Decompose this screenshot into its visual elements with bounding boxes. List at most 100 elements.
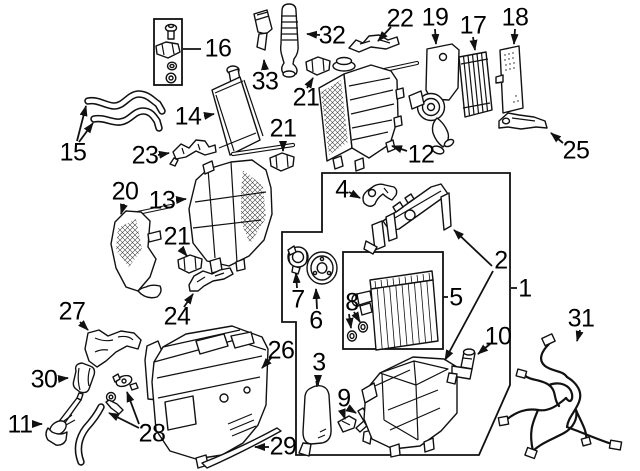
part-30-cap [72, 362, 96, 394]
part-4-bracket [362, 183, 398, 207]
leader-arrow-9a [338, 408, 346, 420]
callout-19: 19 [421, 3, 449, 32]
part-10-elbow-duct [446, 348, 476, 385]
callout-21-right: 21 [269, 114, 297, 143]
part-17-filter-core [458, 51, 493, 118]
leader-arrow-30 [57, 375, 69, 383]
leader-arrow-9b [345, 404, 357, 414]
hardware-kit-box-16 [153, 18, 183, 86]
callout-14: 14 [174, 102, 202, 131]
leader-arrow-2-upper [453, 229, 493, 267]
leader-arrow-21a [304, 77, 314, 89]
part-21-clip-middle [177, 254, 203, 274]
part-16-mounting-hardware [155, 23, 181, 84]
leader-arrow-8a [345, 313, 354, 329]
part-32-drain-boot [279, 3, 299, 78]
part-20-mounting-frame [110, 203, 174, 299]
leader-arrow-14 [203, 112, 215, 120]
part-15-heater-hoses [84, 90, 166, 132]
callout-25: 25 [562, 136, 590, 165]
callout-11: 11 [7, 410, 33, 439]
part-19-actuator-bracket [408, 43, 460, 155]
leader-arrow-10 [477, 343, 491, 355]
callout-2: 2 [494, 246, 508, 275]
part-24-bracket [188, 267, 234, 292]
group-boxes [153, 18, 511, 456]
part-23-bracket [169, 139, 217, 167]
callout-22: 22 [386, 4, 414, 33]
part-8-o-rings [346, 321, 369, 342]
leader-arrow-28b [108, 412, 140, 429]
leader-arrow-15b [78, 122, 94, 143]
callout-21-top: 21 [292, 83, 320, 112]
callout-27: 27 [58, 297, 86, 326]
callout-28: 28 [138, 419, 166, 448]
leader-arrow-13 [175, 196, 187, 204]
leader-arrow-32 [306, 30, 321, 39]
callout-1: 1 [518, 274, 532, 303]
assembly-box-1 [281, 172, 511, 456]
part-25-support-bracket [498, 112, 548, 130]
part-6-pulley [306, 251, 338, 285]
leader-arrow-25 [550, 132, 564, 144]
callout-31: 31 [567, 304, 595, 333]
part-21-clip-right [269, 152, 295, 172]
leader-arrow-33 [261, 59, 269, 71]
callout-24: 24 [163, 302, 191, 331]
part-31-wiring-harness [497, 333, 623, 460]
callout-16: 16 [204, 34, 232, 63]
callout-18: 18 [501, 3, 529, 32]
part-26-heater-unit [144, 325, 269, 469]
part-28-sensors-and-hose [74, 373, 139, 466]
callout-6: 6 [309, 306, 323, 335]
leader-arrow-21c [177, 245, 188, 257]
leader-arrow-15a [76, 105, 88, 142]
callout-9: 9 [337, 384, 351, 413]
leader-arrow-18 [510, 28, 519, 45]
leader-arrow-28a [126, 391, 140, 425]
part-lower-heater-box [361, 356, 458, 458]
part-2-upper-cover [363, 183, 452, 255]
part-3-cover [298, 380, 332, 457]
callout-10: 10 [484, 322, 512, 351]
callout-26: 26 [267, 336, 295, 365]
callout-12: 12 [407, 140, 435, 169]
callout-5: 5 [449, 283, 463, 312]
evaporator-box-5 [342, 251, 444, 350]
callout-8: 8 [345, 288, 359, 317]
leader-arrow-20 [120, 203, 128, 215]
part-12-blower-case [318, 56, 420, 172]
callout-leaders [32, 26, 584, 451]
part-29-seal-strip [201, 427, 282, 469]
part-21-clip-top [305, 56, 331, 76]
callout-33: 33 [251, 67, 279, 96]
part-5-evaporator-core [351, 270, 439, 351]
callout-15: 15 [59, 138, 87, 167]
leader-arrow-27 [78, 320, 89, 331]
callout-21-middle: 21 [163, 222, 191, 251]
callout-3: 3 [312, 348, 326, 377]
leader-arrow-31 [575, 329, 584, 342]
part-11-valve [45, 392, 84, 446]
callout-4: 4 [335, 175, 349, 204]
part-33-connector [253, 9, 273, 51]
leader-arrow-19 [431, 28, 440, 45]
part-18-side-panel [495, 45, 524, 114]
callout-17: 17 [459, 11, 487, 40]
callout-32: 32 [318, 21, 346, 50]
leader-arrow-24 [183, 293, 194, 308]
leader-arrow-4 [348, 189, 361, 199]
leader-arrow-17 [469, 36, 478, 51]
leader-arrow-8b [351, 311, 361, 323]
leader-arrow-26 [261, 356, 273, 369]
callout-30: 30 [30, 365, 58, 394]
leader-arrow-6 [312, 288, 321, 310]
leader-arrow-23 [157, 150, 170, 159]
part-22-bracket [348, 34, 400, 53]
callout-29: 29 [269, 432, 297, 461]
part-7-clutch-hub [287, 245, 309, 275]
leader-arrow-22 [377, 26, 392, 42]
leader-arrow-12 [391, 145, 408, 153]
